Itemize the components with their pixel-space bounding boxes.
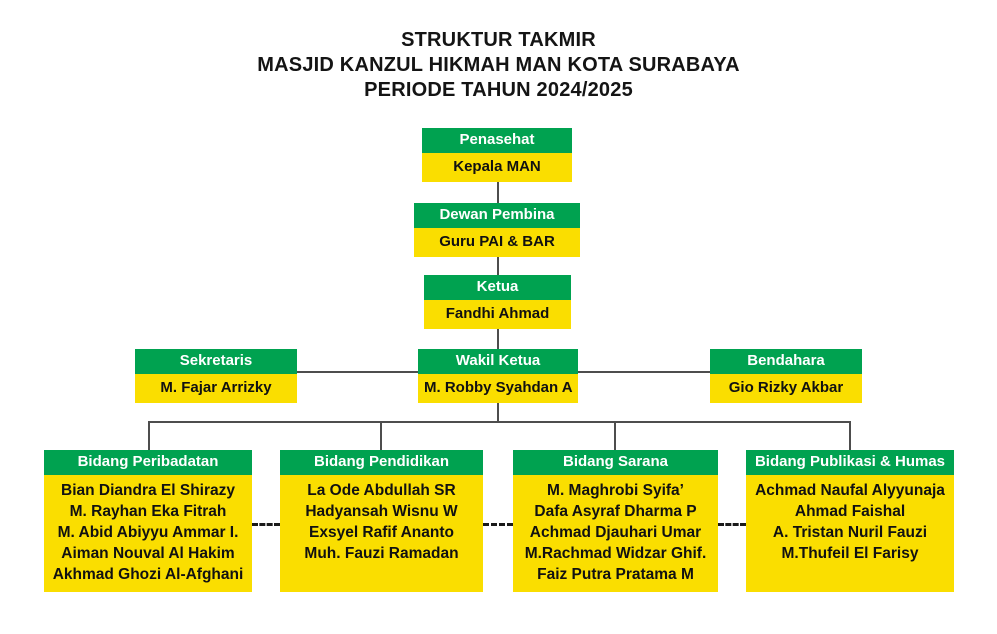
node-bidang-peribadatan-members: Bian Diandra El Shirazy M. Rayhan Eka Fi… <box>44 474 252 592</box>
node-penasehat-role: Penasehat <box>422 128 572 153</box>
node-ketua-role: Ketua <box>424 275 571 300</box>
node-bidang-sarana-members: M. Maghrobi Syifa’ Dafa Asyraf Dharma P … <box>513 474 718 592</box>
node-bidang-pendidikan-members: La Ode Abdullah SR Hadyansah Wisnu W Exs… <box>280 474 483 592</box>
node-bidang-peribadatan[interactable]: Bidang Peribadatan Bian Diandra El Shira… <box>44 450 252 592</box>
node-penasehat[interactable]: Penasehat Kepala MAN <box>422 128 572 182</box>
node-bidang-peribadatan-role: Bidang Peribadatan <box>44 450 252 475</box>
member-name: M. Abid Abiyyu Ammar I. <box>57 523 239 541</box>
connector-dewan-pembina-to-ketua <box>497 251 499 275</box>
member-name: Faiz Putra Pratama M <box>537 565 694 583</box>
connector-dashed-pendidikan-sarana <box>483 523 513 526</box>
node-bidang-publikasi-humas-members: Achmad Naufal Alyyunaja Ahmad Faishal A.… <box>746 474 954 592</box>
node-ketua[interactable]: Ketua Fandhi Ahmad <box>424 275 571 329</box>
connector-bidang-distribution-bar <box>148 421 851 423</box>
connector-wakil-ketua-drop <box>497 394 499 422</box>
member-name: Fandhi Ahmad <box>445 304 550 322</box>
title-line-1: STRUKTUR TAKMIR <box>401 29 596 51</box>
member-name: M.Rachmad Widzar Ghif. <box>524 544 707 562</box>
member-name: M. Robby Syahdan A <box>424 378 573 396</box>
member-name: Kepala MAN <box>453 157 541 175</box>
member-name: M.Thufeil El Farisy <box>781 544 919 562</box>
node-ketua-members: Fandhi Ahmad <box>424 299 571 329</box>
member-name: A. Tristan Nuril Fauzi <box>772 523 928 541</box>
member-name: Aiman Nouval Al Hakim <box>61 544 235 562</box>
connector-ketua-to-wakil-ketua <box>497 323 499 349</box>
title-line-2: MASJID KANZUL HIKMAH MAN KOTA SURABAYA <box>257 54 740 76</box>
connector-dashed-peribadatan-pendidikan <box>252 523 280 526</box>
connector-dashed-sarana-publikasi <box>718 523 746 526</box>
connector-drop-bidang-publikasi-humas <box>849 421 851 450</box>
member-name: Achmad Djauhari Umar <box>529 523 702 541</box>
node-bidang-pendidikan[interactable]: Bidang Pendidikan La Ode Abdullah SR Had… <box>280 450 483 592</box>
chart-title-block: STRUKTUR TAKMIR MASJID KANZUL HIKMAH MAN… <box>0 28 997 103</box>
member-name: Bian Diandra El Shirazy <box>61 481 235 499</box>
node-penasehat-members: Kepala MAN <box>422 152 572 182</box>
member-name: Ahmad Faishal <box>794 502 906 520</box>
node-wakil-ketua-role: Wakil Ketua <box>418 349 578 374</box>
node-bidang-pendidikan-role: Bidang Pendidikan <box>280 450 483 475</box>
member-name: Hadyansah Wisnu W <box>305 502 458 520</box>
title-line-3: PERIODE TAHUN 2024/2025 <box>364 79 633 101</box>
node-bendahara-members: Gio Rizky Akbar <box>710 373 862 403</box>
node-bidang-sarana[interactable]: Bidang Sarana M. Maghrobi Syifa’ Dafa As… <box>513 450 718 592</box>
connector-drop-bidang-pendidikan <box>380 421 382 450</box>
member-name: Muh. Fauzi Ramadan <box>304 544 459 562</box>
member-name: M. Fajar Arrizky <box>160 378 272 396</box>
node-dewan-pembina-members: Guru PAI & BAR <box>414 227 580 257</box>
node-sekretaris-role: Sekretaris <box>135 349 297 374</box>
connector-sekretaris-to-wakil-ketua <box>296 371 420 373</box>
node-sekretaris-members: M. Fajar Arrizky <box>135 373 297 403</box>
member-name: Akhmad Ghozi Al-Afghani <box>52 565 244 583</box>
node-wakil-ketua-members: M. Robby Syahdan A <box>418 373 578 403</box>
node-bidang-sarana-role: Bidang Sarana <box>513 450 718 475</box>
node-sekretaris[interactable]: Sekretaris M. Fajar Arrizky <box>135 349 297 403</box>
member-name: Guru PAI & BAR <box>439 232 555 250</box>
node-bidang-publikasi-humas-role: Bidang Publikasi & Humas <box>746 450 954 475</box>
member-name: Dafa Asyraf Dharma P <box>534 502 697 520</box>
node-dewan-pembina-role: Dewan Pembina <box>414 203 580 228</box>
member-name: Achmad Naufal Alyyunaja <box>755 481 945 499</box>
connector-wakil-ketua-to-bendahara <box>577 371 711 373</box>
member-name: M. Rayhan Eka Fitrah <box>69 502 227 520</box>
member-name: La Ode Abdullah SR <box>307 481 456 499</box>
node-bidang-publikasi-humas[interactable]: Bidang Publikasi & Humas Achmad Naufal A… <box>746 450 954 592</box>
node-bendahara[interactable]: Bendahara Gio Rizky Akbar <box>710 349 862 403</box>
connector-drop-bidang-sarana <box>614 421 616 450</box>
connector-penasehat-to-dewan-pembina <box>497 173 499 203</box>
member-name: M. Maghrobi Syifa’ <box>547 481 684 499</box>
member-name: Gio Rizky Akbar <box>728 378 844 396</box>
node-dewan-pembina[interactable]: Dewan Pembina Guru PAI & BAR <box>414 203 580 257</box>
member-name: Exsyel Rafif Ananto <box>309 523 454 541</box>
node-bendahara-role: Bendahara <box>710 349 862 374</box>
connector-drop-bidang-peribadatan <box>148 421 150 450</box>
node-wakil-ketua[interactable]: Wakil Ketua M. Robby Syahdan A <box>418 349 578 403</box>
